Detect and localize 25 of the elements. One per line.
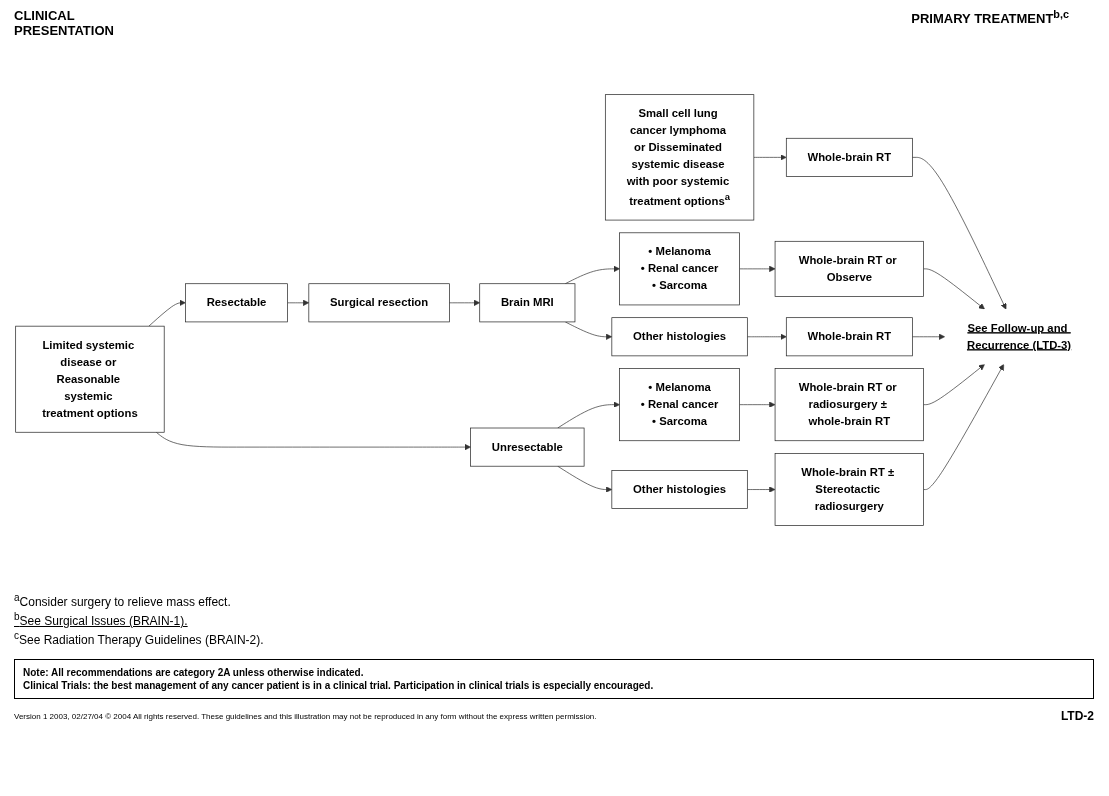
node-box: Other histologies [611, 317, 748, 357]
copyright-text: Version 1 2003, 02/27/04 © 2004 All rights reserved. These guidelines and this illustration may not be reproduced in any form without the express written permission. [14, 711, 597, 721]
column-heading: PRIMARY TREATMENT$^{b,c}$ [911, 8, 1069, 27]
node-box: Whole-brain RT [785, 317, 913, 357]
node-box: Other histologies [611, 469, 748, 509]
node-box: Limited systemic disease or Reasonable systemic treatment options [15, 325, 165, 433]
note-text: Clinical Trials: the best management of any cancer patient is in a clinical trial. Participation in clinical trials is especially encouraged. [23, 680, 655, 691]
node-box: • Melanoma • Renal cancer • Sarcoma [619, 232, 740, 306]
node-box: • Melanoma • Renal cancer • Sarcoma [619, 368, 740, 441]
note-text: Note: All recommendations are category 2A unless otherwise indicated. [23, 667, 365, 678]
footnote: $^{c}$See Radiation Therapy Guidelines (BRAIN-2). [14, 630, 265, 647]
node-box: Whole-brain RT [785, 137, 913, 177]
node-box: Brain MRI [479, 283, 576, 323]
node-box: Unresectable [470, 427, 585, 467]
footnote: $^{a}$Consider surgery to relieve mass effect. [14, 592, 232, 609]
node-text: See Follow-up and Recurrence (LTD-3) [966, 321, 1072, 351]
node-box: Whole-brain RT ± Stereotactic radiosurgery [774, 452, 924, 526]
node-box: Surgical resection [308, 283, 450, 323]
node-box: Small cell lung cancer lymphoma or Disseminated systemic disease with poor systemic treatment options$^{a}$ [604, 94, 755, 221]
column-heading: CLINICAL PRESENTATION [14, 8, 115, 38]
node-box: Whole-brain RT or radiosurgery ± whole-brain RT [774, 368, 924, 441]
node-box: Resectable [185, 283, 288, 323]
footnote: $^{b}$See Surgical Issues (BRAIN-1). [14, 611, 189, 628]
page-code: LTD-2 [1060, 709, 1094, 723]
node-box: Whole-brain RT or Observe [774, 240, 924, 297]
